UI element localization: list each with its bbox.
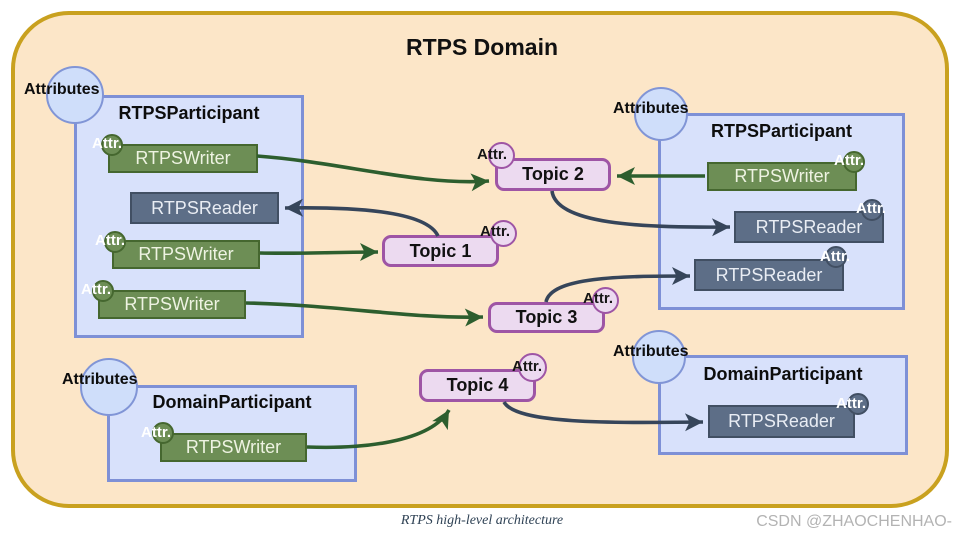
attr-badge-label: Attr.	[141, 424, 171, 441]
attributes-label: Attributes	[24, 81, 100, 98]
attr-badge-circle	[152, 422, 174, 444]
participant-title: DomainParticipant	[703, 364, 863, 384]
node-label: RTPSWriter	[185, 437, 282, 457]
attr-badge-label: Attr.	[834, 152, 864, 169]
attributes-label: Attributes	[613, 343, 689, 360]
rtps-writer-box: RTPSWriter	[160, 433, 307, 462]
attributes-circle	[632, 330, 686, 384]
topic-3-box: Topic 3	[488, 302, 605, 333]
attr-badge-circle	[861, 199, 883, 221]
topic-1-box: Topic 1	[382, 235, 499, 267]
rtps-reader-box: RTPSReader	[708, 405, 855, 438]
rtps-writer-box: RTPSWriter	[707, 162, 857, 191]
topic-2-box: Topic 2	[495, 158, 611, 191]
attr-badge-label: Attr.	[477, 146, 507, 163]
diagram-caption: RTPS high-level architecture	[400, 513, 564, 528]
attributes-label: Attributes	[62, 371, 138, 388]
node-label: RTPSReader	[715, 264, 823, 285]
attr-badge-label: Attr.	[583, 290, 613, 307]
diagram-title: RTPS Domain	[405, 34, 559, 60]
attr-badge-circle	[104, 231, 126, 253]
attr-badge-circle	[490, 220, 517, 247]
rtps-writer-box: RTPSWriter	[108, 144, 258, 173]
attr-badge-label: Attr.	[95, 232, 125, 249]
topic-label: Topic 3	[515, 307, 578, 327]
attr-badge-circle	[518, 353, 547, 382]
attr-badge-circle	[847, 393, 869, 415]
rtps-writer-box: RTPSWriter	[98, 290, 246, 319]
attributes-label: Attributes	[613, 100, 689, 117]
attributes-circle	[634, 87, 688, 141]
participant-title: RTPSParticipant	[710, 121, 853, 141]
node-label: RTPSReader	[151, 197, 258, 218]
node-label: RTPSReader	[755, 216, 863, 237]
node-label: RTPSWriter	[138, 244, 234, 264]
attr-badge-label: Attr.	[820, 248, 850, 265]
attr-badge-circle	[843, 151, 865, 173]
node-label: RTPSWriter	[124, 294, 220, 314]
node-label: RTPSWriter	[135, 148, 231, 168]
node-label: RTPSReader	[728, 411, 835, 431]
rtps-reader-box: RTPSReader	[130, 192, 279, 224]
attr-badge-label: Attr.	[836, 395, 866, 412]
node-label: RTPSWriter	[734, 166, 830, 186]
participant-title: RTPSParticipant	[118, 103, 260, 123]
attr-badge-label: Attr.	[480, 223, 510, 240]
attr-badge-label: Attr.	[856, 200, 886, 217]
topic-label: Topic 1	[409, 240, 472, 261]
watermark: CSDN @ZHAOCHENHAO-	[756, 513, 952, 530]
topic-label: Topic 4	[446, 375, 509, 395]
rtps-reader-box: RTPSReader	[734, 211, 884, 243]
topic-4-box: Topic 4	[419, 369, 536, 402]
attributes-circle	[46, 66, 104, 124]
attr-badge-circle	[92, 280, 114, 302]
attr-badge-label: Attr.	[81, 281, 111, 298]
rtps-reader-box: RTPSReader	[694, 259, 844, 291]
attr-badge-label: Attr.	[92, 135, 122, 152]
rtps-writer-box: RTPSWriter	[112, 240, 260, 269]
attr-badge-circle	[825, 246, 847, 268]
participant-title: DomainParticipant	[152, 392, 312, 412]
attr-badge-label: Attr.	[512, 358, 542, 375]
attr-badge-circle	[101, 134, 123, 156]
attributes-circle	[80, 358, 138, 416]
topic-label: Topic 2	[522, 164, 584, 184]
